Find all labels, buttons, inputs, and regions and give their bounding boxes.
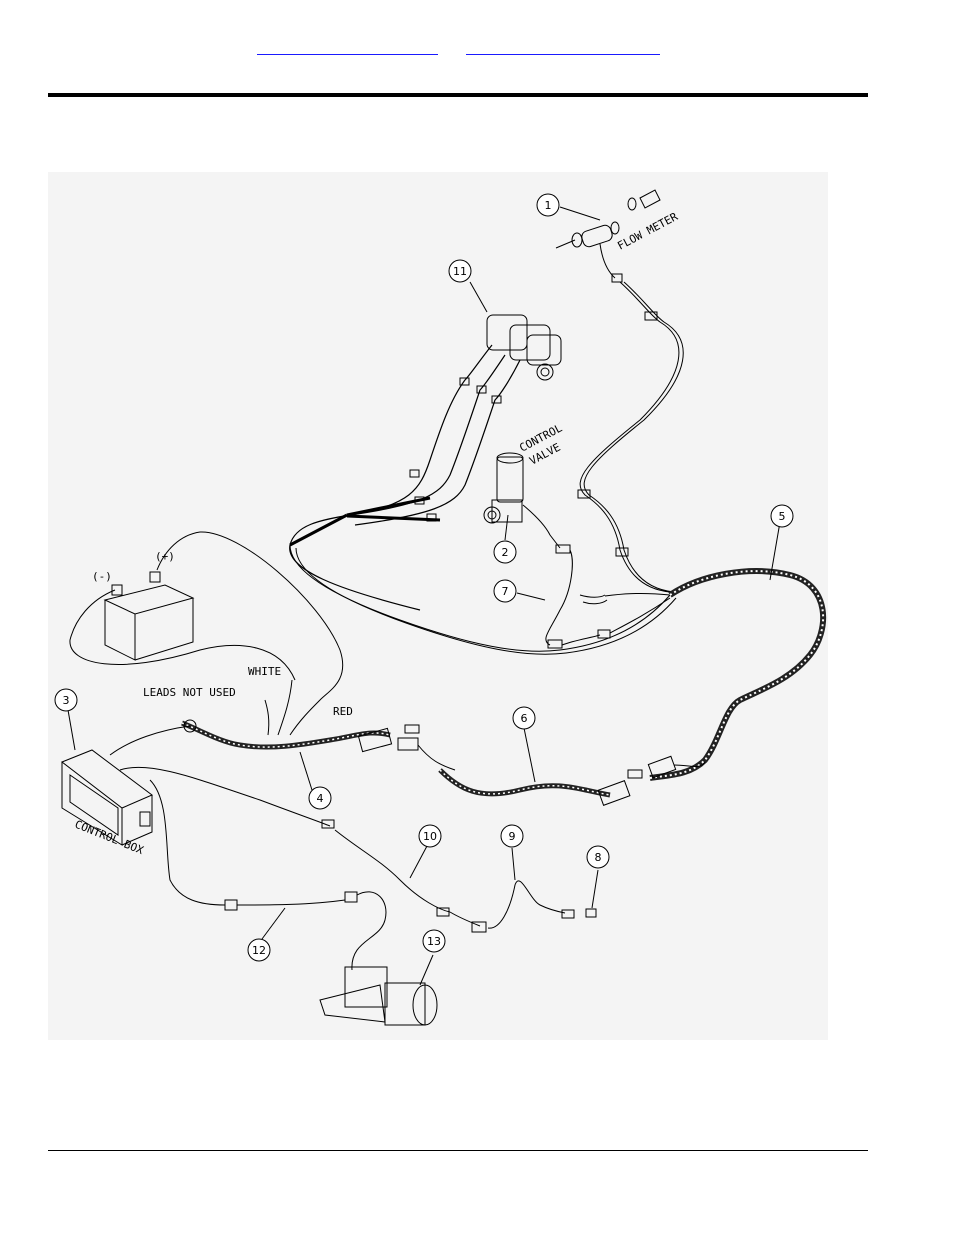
- control-box-label: CONTROL BOX: [73, 818, 146, 857]
- callout-6-label: 6: [521, 712, 528, 725]
- callout-1-label: 1: [545, 199, 552, 212]
- white-wire-label: WHITE: [248, 665, 281, 678]
- speed-sensor-part: [320, 967, 437, 1025]
- callout-12-label: 12: [252, 944, 266, 957]
- callout-11-label: 11: [453, 265, 467, 278]
- callout-10-label: 10: [423, 830, 437, 843]
- red-wire-label: RED: [333, 705, 353, 718]
- callout-2-label: 2: [502, 546, 509, 559]
- control-valve-part: [484, 453, 523, 523]
- callout-7-label: 7: [502, 585, 509, 598]
- valve-motor-part: [487, 315, 561, 380]
- callout-5-label: 5: [779, 510, 786, 523]
- battery-minus-label: (-): [92, 570, 112, 583]
- battery-plus-label: (+): [155, 550, 175, 563]
- battery-part: [105, 572, 193, 660]
- leads-not-used-label: LEADS NOT USED: [143, 686, 236, 699]
- callout-9-label: 9: [509, 830, 516, 843]
- footer-rule: [48, 1150, 868, 1151]
- callout-4-label: 4: [317, 792, 324, 805]
- callout-8-label: 8: [595, 851, 602, 864]
- flow-meter-label: FLOW METER: [615, 210, 680, 253]
- callout-3-label: 3: [63, 694, 70, 707]
- callout-13-label: 13: [427, 935, 441, 948]
